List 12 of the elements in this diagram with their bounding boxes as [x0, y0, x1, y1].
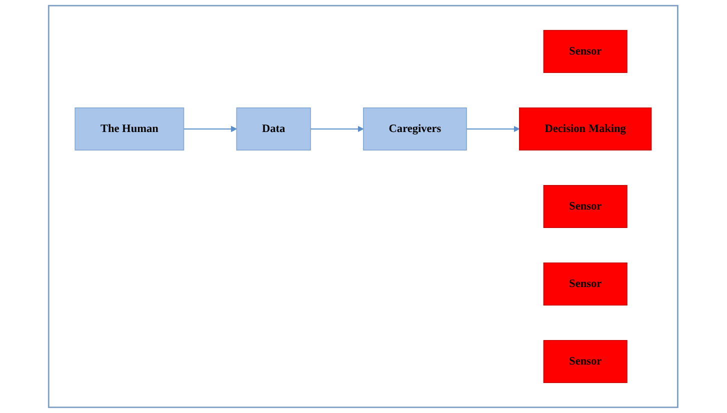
node-box: Sensor [544, 30, 628, 73]
arrow [466, 126, 520, 132]
node-box: Caregivers [363, 107, 468, 150]
node-box: Sensor [544, 340, 628, 384]
node-box: Data [236, 107, 312, 150]
node-box: Sensor [544, 262, 628, 306]
arrow [310, 126, 364, 132]
cluster [48, 4, 679, 408]
node-box: Sensor [544, 185, 628, 228]
node-box: Decision Making [519, 107, 652, 150]
node-box: The Human [75, 107, 184, 150]
arrow [184, 126, 238, 132]
